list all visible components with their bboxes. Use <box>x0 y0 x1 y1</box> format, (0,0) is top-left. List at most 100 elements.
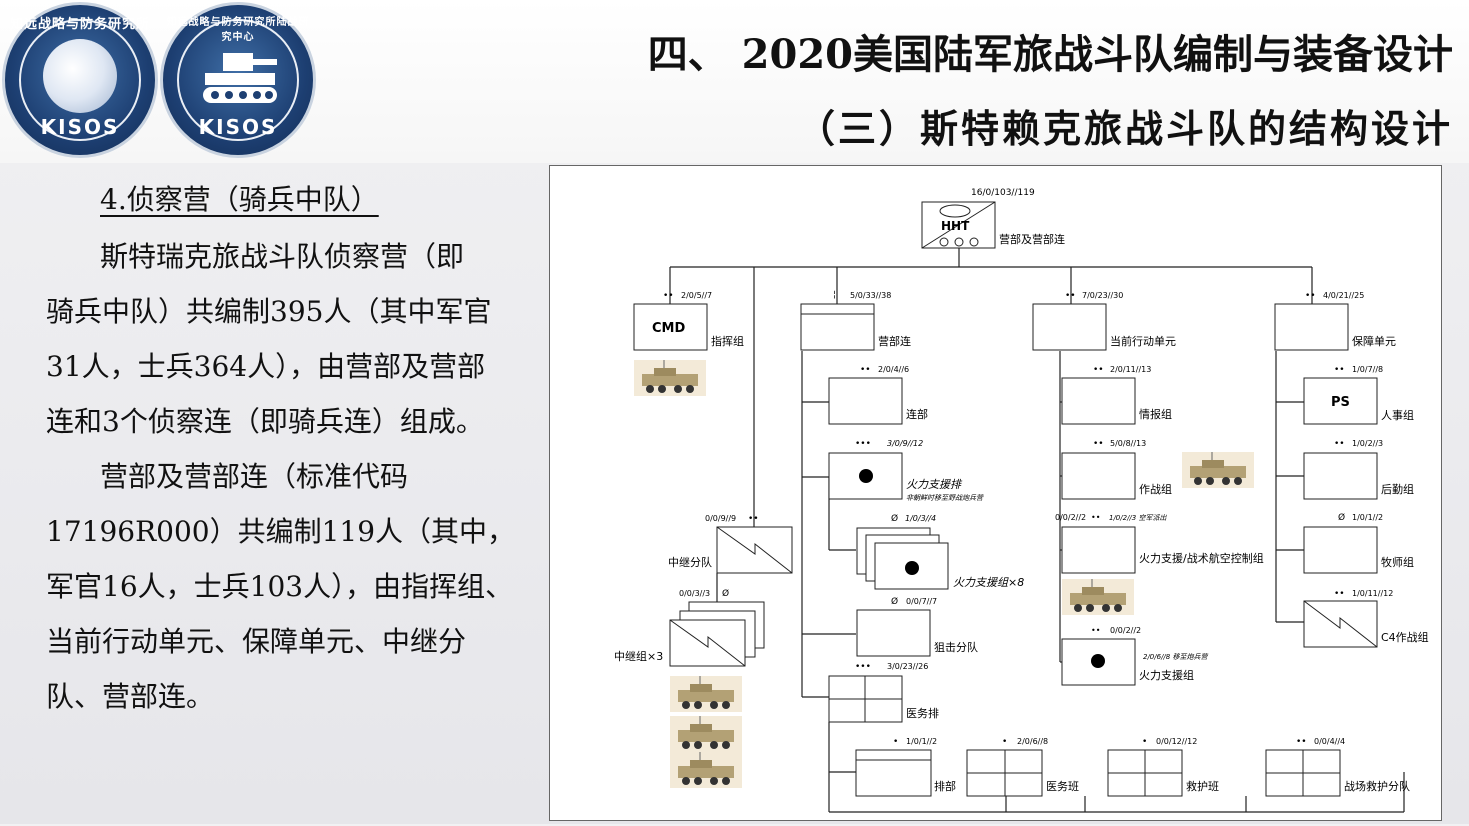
stryker-vehicle-image <box>633 359 707 397</box>
field-name: 战场救护分队 <box>1344 779 1410 793</box>
intel-name: 情报组 <box>1139 407 1172 421</box>
firesup-code2: 2/0/6//8 移至炮兵营 <box>1143 653 1208 661</box>
medplt-code: 3/0/23//26 <box>887 662 928 671</box>
body-line: 军官16人，士兵103人），由指挥组、 <box>46 570 514 603</box>
ps-box <box>1303 377 1378 425</box>
cmd-box <box>633 303 708 351</box>
stryker-vehicle-image <box>1061 578 1135 616</box>
signal-symbol-icon <box>716 526 793 574</box>
sniper-code: 0/0/7//7 <box>906 597 937 606</box>
ps-label: PS <box>1331 395 1350 410</box>
plthq-box <box>855 749 932 797</box>
relayteam-name: 中继组×3 <box>614 649 663 663</box>
chap-mark: Ø <box>1338 512 1345 523</box>
tank-icon <box>203 53 277 103</box>
ops-box <box>1061 452 1136 500</box>
relay-code: 0/0/9//9 <box>705 514 736 523</box>
chap-code: 1/0/1//2 <box>1352 513 1383 522</box>
fireair-code: 0/0/2//2 <box>1055 513 1086 522</box>
rescue-dot: • <box>1142 737 1147 747</box>
hht-symbol-icon <box>939 204 971 218</box>
sniper-mark: Ø <box>891 596 898 607</box>
org-chart-svg: 16/0/103//119 HHT 营部及营部连 •• 2/0/5//7 CMD… <box>614 188 1429 813</box>
fsp-note: 非朝鲜时移至野战炮兵营 <box>906 494 984 502</box>
sup-dots: •• <box>1305 291 1316 301</box>
body-line: 当前行动单元、保障单元、中继分 <box>46 625 467 658</box>
chap-box <box>1303 526 1378 574</box>
curops-name: 当前行动单元 <box>1110 334 1176 348</box>
fireair-dots: •• <box>1091 513 1100 522</box>
body-line: 31人，士兵364人），由营部及营部 <box>46 350 486 383</box>
logo-kisos-text: KISOS <box>198 115 278 139</box>
rescue-name: 救护班 <box>1186 779 1219 793</box>
fireair-box <box>1061 526 1136 574</box>
cohq-code: 2/0/4//6 <box>878 365 909 374</box>
intel-box <box>1061 377 1136 425</box>
kisos-logo-globe: 知远战略与防务研究所 KISOS <box>2 2 158 158</box>
hqco-dot: ¦ <box>833 290 836 300</box>
relay-dots: •• <box>748 514 759 524</box>
log-dots: •• <box>1334 439 1345 449</box>
medplt-name: 医务排 <box>906 706 939 720</box>
ops-code: 5/0/8//13 <box>1110 439 1146 448</box>
rescue-code: 0/0/12//12 <box>1156 737 1197 746</box>
sniper-name: 狙击分队 <box>934 640 978 654</box>
logo-ring <box>19 19 141 141</box>
relayteam-mark: Ø <box>722 588 729 599</box>
fireair-code2: 1/0/2//3 空军派出 <box>1109 514 1167 522</box>
log-code: 1/0/2//3 <box>1352 439 1383 448</box>
body-line: 队、营部连。 <box>46 680 215 713</box>
hqco-code: 5/0/33//38 <box>850 291 891 300</box>
body-line: 斯特瑞克旅战斗队侦察营（即 <box>100 240 465 273</box>
intel-dots: •• <box>1093 365 1104 375</box>
cohq-box <box>828 377 903 425</box>
body-line: 连和3个侦察连（即骑兵连）组成。 <box>46 405 484 438</box>
med-dots: ••• <box>855 662 871 672</box>
medsqd-dot: • <box>1002 737 1007 747</box>
org-chart: 16/0/103//119 HHT 营部及营部连 •• 2/0/5//7 CMD… <box>549 165 1442 821</box>
fst-name: 火力支援组×8 <box>953 576 1024 589</box>
firesup-dots: •• <box>1091 626 1100 635</box>
chap-name: 牧师组 <box>1381 555 1414 569</box>
stryker-vehicle-image <box>669 751 743 789</box>
fst-code: 1/0/3//4 <box>905 514 936 523</box>
plthq-dot: • <box>893 737 898 747</box>
hht-name: 营部及营部连 <box>999 232 1065 246</box>
slide-title: 四、 2020美国陆军旅战斗队编制与装备设计 <box>647 31 1453 78</box>
support-name: 保障单元 <box>1352 334 1396 348</box>
ops-name: 作战组 <box>1139 482 1172 496</box>
curops-box <box>1032 303 1107 351</box>
c4-code: 1/0/11//12 <box>1352 589 1393 598</box>
cohq-dots: •• <box>860 365 871 375</box>
ps-dots: •• <box>1334 365 1345 375</box>
hqco-name: 营部连 <box>878 334 911 348</box>
stryker-vehicle-image <box>1181 451 1255 489</box>
hht-code: 16/0/103//119 <box>971 188 1035 198</box>
stryker-vehicle-image <box>669 675 743 713</box>
field-dots: •• <box>1296 737 1307 747</box>
signal-symbol-icon <box>669 619 746 667</box>
slide-header: 知远战略与防务研究所 KISOS 知远战略与防务研究所陆战研究中心 KISOS … <box>0 0 1469 163</box>
logo-ring <box>177 19 299 141</box>
ps-name: 人事组 <box>1381 408 1414 422</box>
logo-arc-text: 知远战略与防务研究所陆战研究中心 <box>166 17 310 43</box>
firesup-code: 0/0/2//2 <box>1110 626 1141 635</box>
relayteam-code: 0/0/3//3 <box>679 589 710 598</box>
hht-label: HHT <box>941 219 970 233</box>
relay-name: 中继分队 <box>668 555 712 569</box>
ops-dots: •• <box>1065 291 1076 301</box>
intel-code: 2/0/11//13 <box>1110 365 1151 374</box>
c4-name: C4作战组 <box>1381 630 1429 644</box>
fireair-name: 火力支援/战术航空控制组 <box>1139 551 1264 565</box>
cmd-code: 2/0/5//7 <box>681 291 712 300</box>
firesup-name: 火力支援组 <box>1139 668 1194 682</box>
fsp-code: 3/0/9//12 <box>887 439 923 448</box>
body-line: 17196R000）共编制119人（其中， <box>46 515 516 548</box>
hqco-box <box>800 303 875 351</box>
log-name: 后勤组 <box>1381 482 1414 496</box>
plthq-code: 1/0/1//2 <box>906 737 937 746</box>
logo-kisos-text: KISOS <box>40 115 120 139</box>
fsp-name: 火力支援排 <box>906 478 963 491</box>
field-code: 0/0/4//4 <box>1314 737 1345 746</box>
fsp-dots: ••• <box>855 439 871 449</box>
